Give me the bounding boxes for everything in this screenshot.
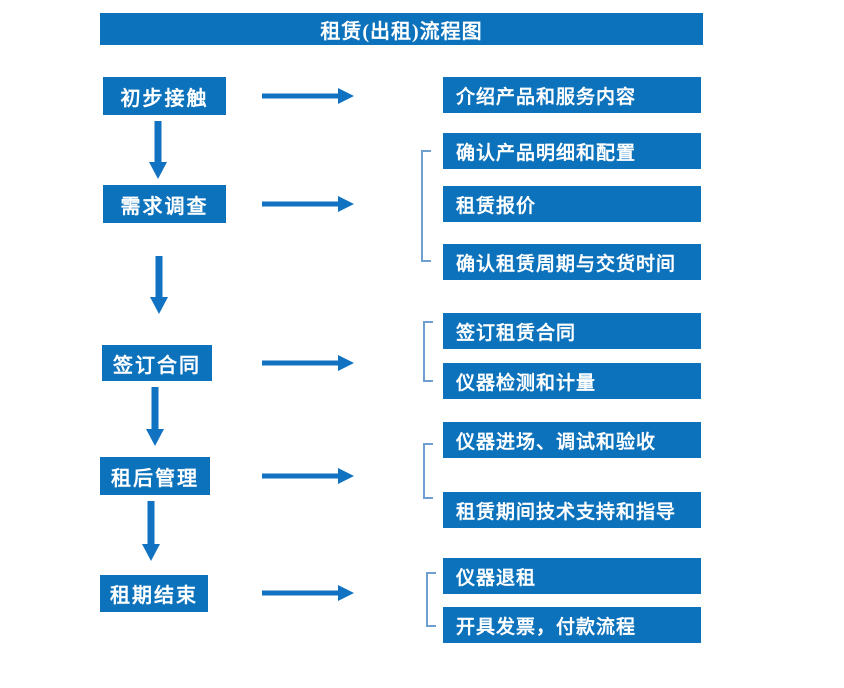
detail-box: 租赁报价 [443,186,701,222]
page-title: 租赁(出租)流程图 [100,13,703,45]
detail-box: 仪器检测和计量 [443,363,701,399]
group-bracket-icon [426,572,436,627]
group-bracket-icon [421,150,431,262]
group-bracket-icon [423,443,433,499]
arrow-right-icon [262,88,354,104]
arrow-right-icon [262,355,354,371]
detail-box: 开具发票，付款流程 [443,607,701,643]
detail-box: 签订租赁合同 [443,313,701,349]
arrow-right-icon [262,468,354,484]
detail-box: 确认租赁周期与交货时间 [443,244,701,280]
detail-box: 确认产品明细和配置 [443,133,701,169]
step-box-post-rental-management: 租后管理 [100,457,210,495]
arrow-right-icon [262,585,354,601]
step-box-demand-survey: 需求调查 [103,185,226,223]
detail-box: 租赁期间技术支持和指导 [443,492,701,528]
arrow-down-icon [142,501,160,561]
group-bracket-icon [423,321,433,382]
detail-box: 仪器进场、调试和验收 [443,422,701,458]
step-box-rental-end: 租期结束 [100,575,208,612]
detail-box: 介绍产品和服务内容 [443,77,701,113]
arrow-down-icon [150,256,168,314]
arrow-down-icon [146,387,164,446]
step-box-initial-contact: 初步接触 [103,77,226,115]
step-box-sign-contract: 签订合同 [102,345,212,381]
detail-box: 仪器退租 [443,558,701,594]
arrow-down-icon [149,121,167,179]
arrow-right-icon [262,196,354,212]
